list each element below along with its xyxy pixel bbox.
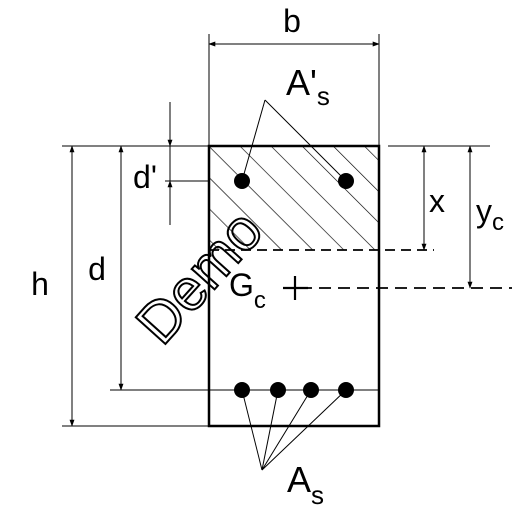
label-yc-sub: c — [492, 209, 504, 236]
dimension-b — [208, 34, 380, 146]
dimension-h — [62, 145, 209, 427]
label-as-top: A's — [286, 62, 330, 111]
dimension-x — [388, 145, 490, 251]
label-gc-main: G — [229, 267, 254, 303]
label-yc-main: y — [476, 193, 492, 229]
label-d-prime: d' — [133, 159, 157, 195]
label-b: b — [283, 3, 301, 39]
label-h: h — [31, 266, 49, 302]
label-as-bottom: As — [287, 459, 324, 510]
label-yc: yc — [476, 193, 504, 236]
label-x: x — [429, 183, 445, 219]
label-as-bottom-sub: s — [311, 480, 324, 510]
section-outline — [207, 144, 381, 428]
label-gc: Gc — [229, 267, 266, 314]
label-as-top-main: A' — [286, 62, 317, 103]
label-as-bottom-main: A — [287, 459, 311, 500]
compression-zone-hatch — [209, 146, 379, 250]
label-gc-sub: c — [254, 287, 266, 314]
top-steel-leaders — [241, 99, 347, 182]
centroid-marker — [283, 276, 308, 300]
label-d: d — [88, 251, 106, 287]
bottom-steel-leaders — [241, 389, 347, 471]
label-as-top-sub: s — [317, 81, 330, 111]
